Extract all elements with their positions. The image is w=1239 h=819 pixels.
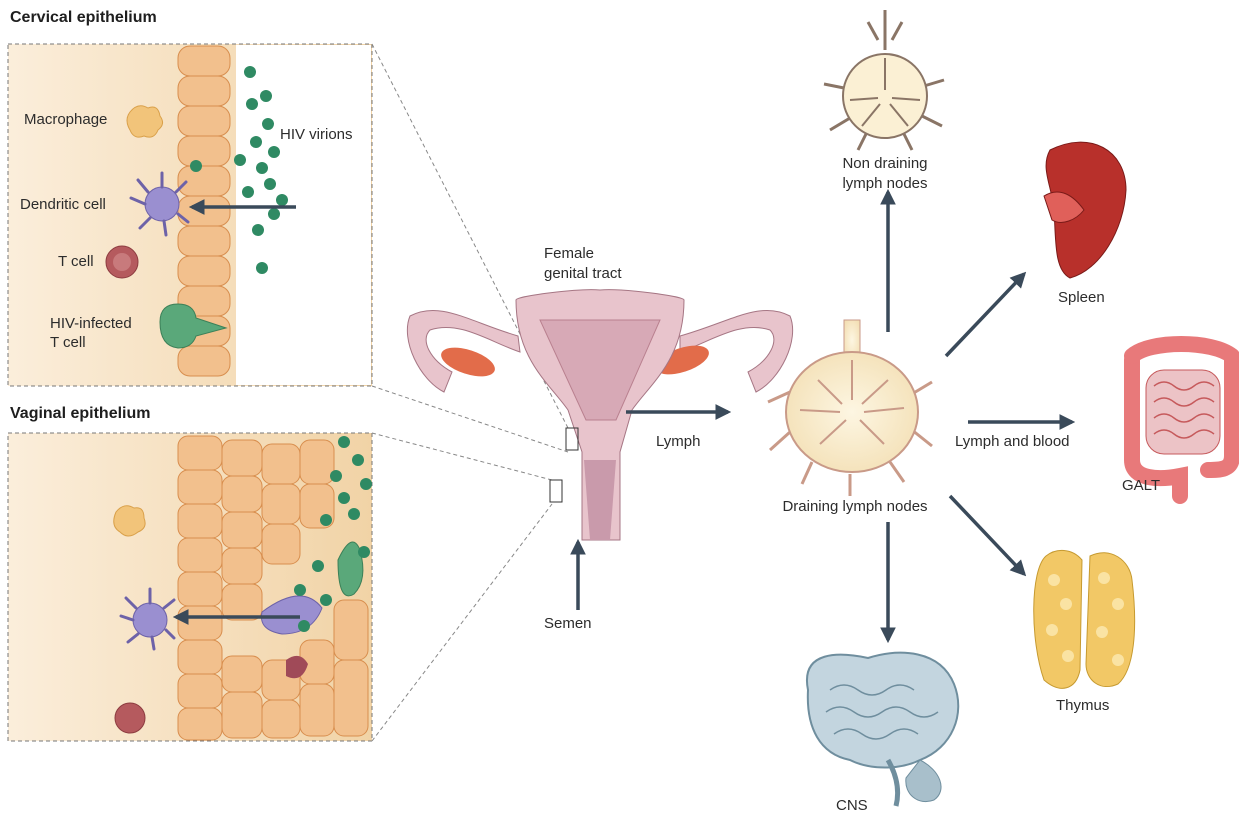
cervical-lumen <box>236 45 371 385</box>
hiv-virions-label: HIV virions <box>280 125 353 144</box>
thymus-organ <box>1034 550 1135 688</box>
lymph-label: Lymph <box>656 432 700 451</box>
non-draining-label-1: Non draining <box>842 154 927 173</box>
hiv-infected-t-cell-label-1: HIV-infected <box>50 314 132 333</box>
draining-lymph-node <box>768 320 932 496</box>
semen-label: Semen <box>544 614 592 633</box>
spleen-organ <box>1044 142 1126 278</box>
draining-lymph-nodes-label: Draining lymph nodes <box>782 497 927 516</box>
galt-organ <box>1132 344 1232 496</box>
non-draining-label-2: lymph nodes <box>842 174 927 193</box>
macrophage-label: Macrophage <box>24 110 107 129</box>
arrow-to-spleen <box>946 274 1024 356</box>
macrophage-cell <box>127 106 163 137</box>
hiv-infected-t-cell-label-2: T cell <box>50 333 86 352</box>
dendritic-cell-label: Dendritic cell <box>20 195 106 214</box>
female-genital-tract <box>407 290 792 540</box>
vaginal-t-cell <box>115 703 145 733</box>
lymph-and-blood-label: Lymph and blood <box>955 432 1070 451</box>
galt-label: GALT <box>1122 476 1160 495</box>
thymus-label: Thymus <box>1056 696 1109 715</box>
genital-tract-label-2: genital tract <box>544 264 622 283</box>
vaginal-epithelium-heading: Vaginal epithelium <box>10 405 150 423</box>
vaginal-panel <box>8 433 372 741</box>
zoom-lines <box>372 44 568 741</box>
brain-organ <box>807 653 958 806</box>
genital-tract-label-1: Female <box>544 244 594 263</box>
cervical-epithelium-heading: Cervical epithelium <box>10 9 157 27</box>
cns-label: CNS <box>836 796 868 815</box>
non-draining-lymph-node <box>824 10 944 150</box>
spleen-label: Spleen <box>1058 288 1105 307</box>
t-cell-label: T cell <box>58 252 94 271</box>
arrow-to-thymus <box>950 496 1024 574</box>
